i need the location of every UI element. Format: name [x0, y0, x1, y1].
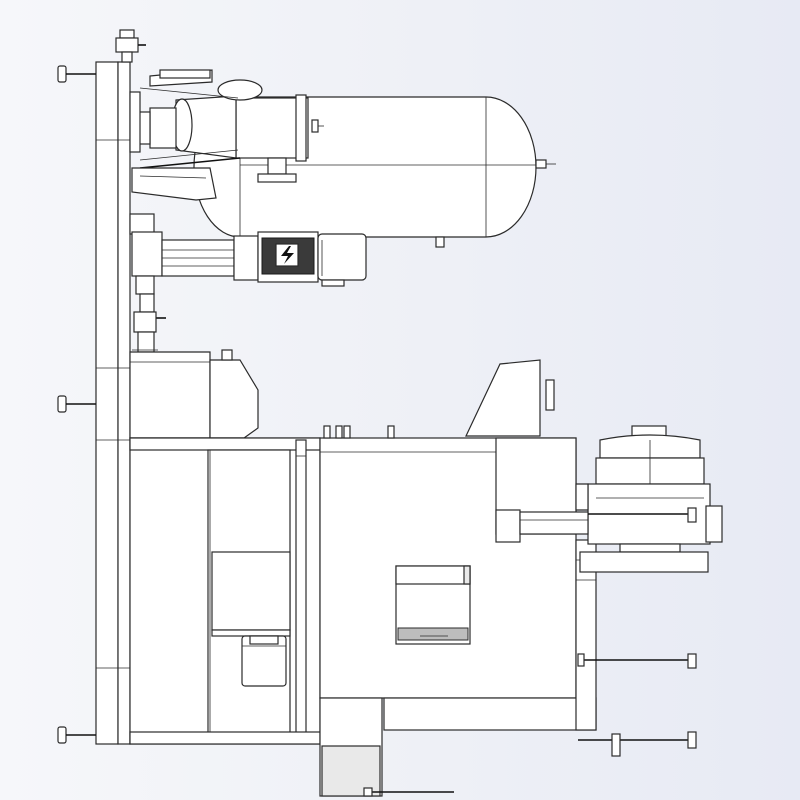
vessel-inlet-flange [235, 94, 309, 183]
shroud [131, 167, 217, 201]
tie-rod-upper [577, 653, 697, 669]
pipe-valve-stack [132, 275, 166, 353]
leveling-foot-bottom [57, 726, 96, 744]
leveling-foot-top [57, 65, 96, 83]
inspection-door [395, 565, 471, 645]
tie-rod-lower [578, 731, 697, 757]
hydraulic-cylinder [495, 507, 697, 543]
housing-nozzles [323, 425, 395, 439]
mounting-plate [95, 61, 131, 745]
top-valve [115, 29, 146, 63]
bolt-glyph [281, 246, 294, 264]
canister [241, 635, 287, 687]
lower-frame [129, 437, 321, 745]
motor-pump-assembly [129, 213, 367, 287]
discharge-box [319, 697, 454, 797]
leveling-foot-middle [57, 395, 96, 413]
rotor-assembly [575, 425, 723, 573]
blower-inlet [129, 69, 263, 169]
middle-hood [129, 349, 259, 439]
chute [465, 359, 555, 437]
